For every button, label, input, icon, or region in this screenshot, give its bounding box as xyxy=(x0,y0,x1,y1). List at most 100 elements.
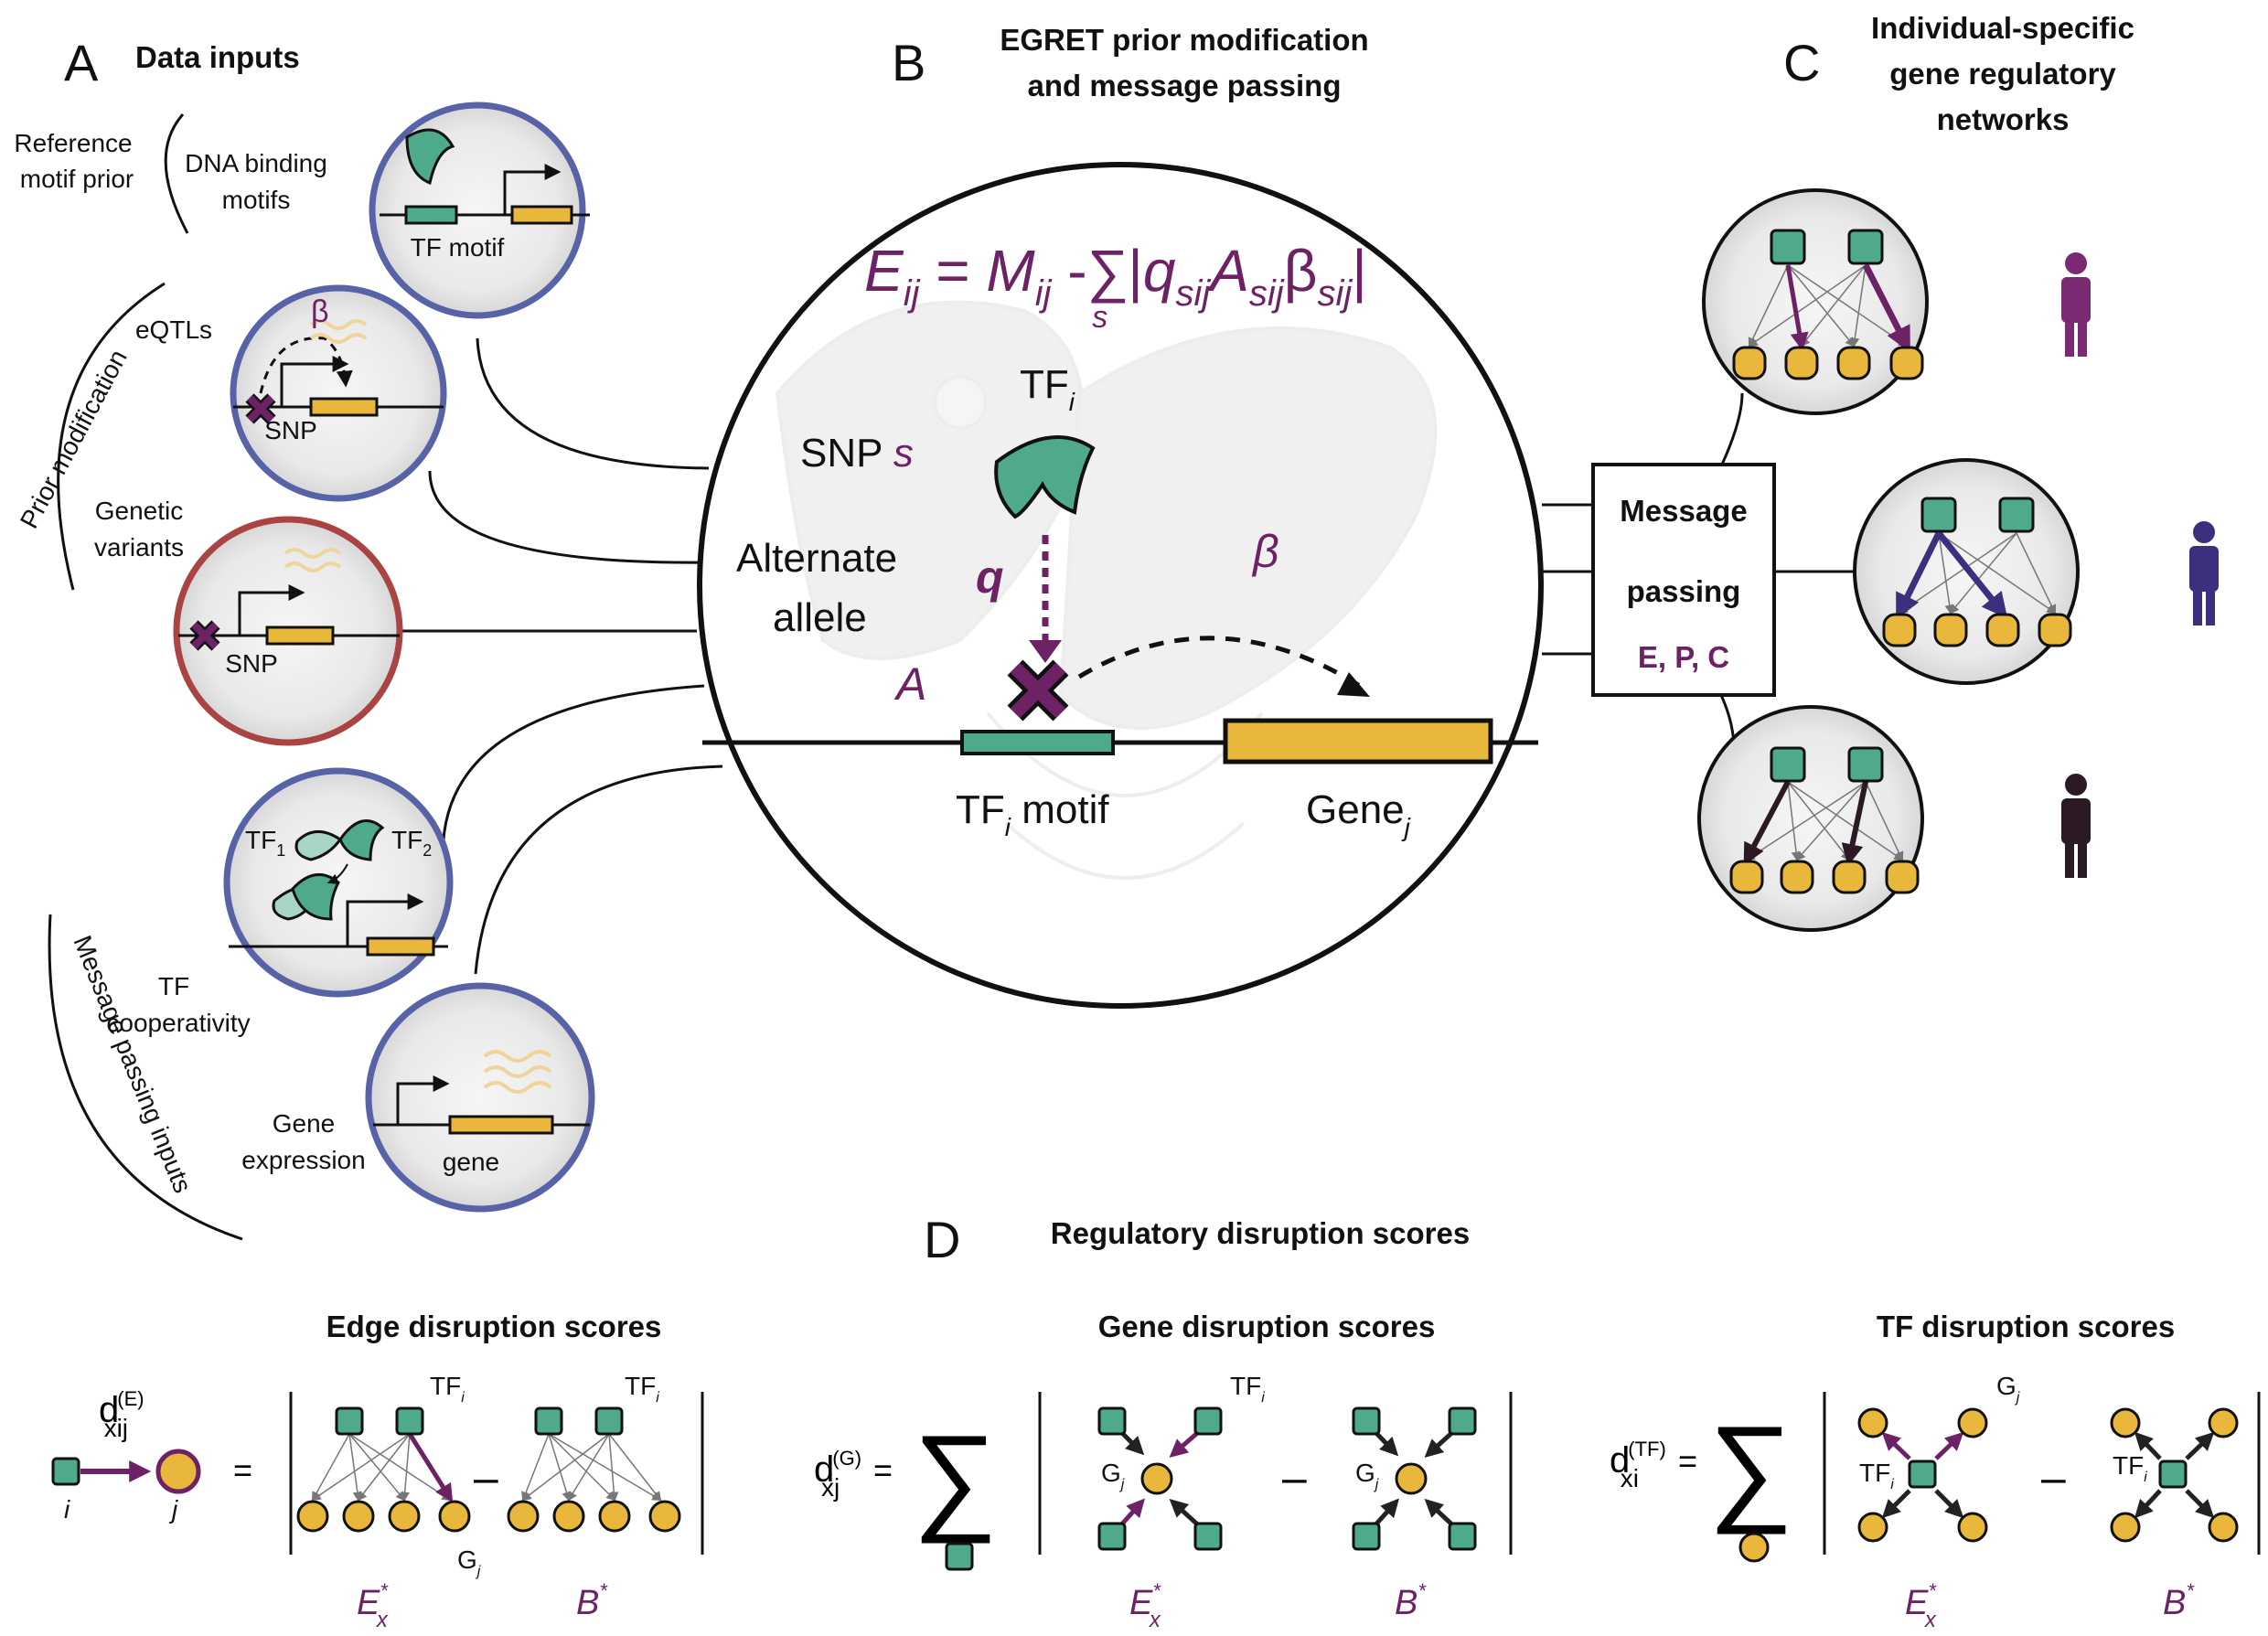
tf-minus: – xyxy=(2041,1454,2066,1502)
panel-c-title-2: gene regulatory xyxy=(1889,57,2116,91)
gene-expression-label-1: Gene xyxy=(273,1109,336,1138)
tf-tf-label-2: TFi xyxy=(2113,1451,2147,1485)
panel-a-letter: A xyxy=(64,34,99,91)
q-label: q xyxy=(976,551,1004,603)
gene-sum-tf-node xyxy=(945,1542,974,1571)
network-bubble-1 xyxy=(1702,188,1929,415)
edge-tf-label-2: TFi xyxy=(625,1372,659,1406)
gene-ex-label: E*x xyxy=(1129,1579,1161,1632)
panel-b: B EGRET prior modification and message p… xyxy=(697,23,1544,1009)
snp-s-label: SNP s xyxy=(800,431,914,476)
network-bubble-2 xyxy=(1853,458,2080,685)
tf-title: TF disruption scores xyxy=(1877,1310,2175,1343)
expression-bubble: gene xyxy=(365,982,595,1213)
reference-label-2: motif prior xyxy=(20,165,134,193)
expression-wave-icon xyxy=(309,319,368,344)
edge-network-ex xyxy=(296,1406,471,1533)
variant-wave-icon xyxy=(284,548,342,572)
egret-tf-label: TFi xyxy=(1020,362,1075,416)
tf2-label: TF2 xyxy=(391,826,432,860)
edge-tf-node xyxy=(51,1457,80,1486)
eqtl-beta: β xyxy=(311,294,329,329)
edge-title: Edge disruption scores xyxy=(326,1310,662,1343)
beta-label: β xyxy=(1251,526,1279,577)
edge-network-b xyxy=(507,1406,681,1533)
gene-title: Gene disruption scores xyxy=(1098,1310,1436,1343)
panel-d-letter: D xyxy=(924,1211,960,1268)
snp-x-icon xyxy=(245,393,276,424)
tf-protein-icon xyxy=(405,128,455,186)
genetic-label-2: variants xyxy=(94,533,184,561)
dna-binding-label-1: DNA binding xyxy=(185,149,327,177)
gene-tf-label: TFi xyxy=(1230,1372,1265,1406)
cooperativity-label-2: cooperativity xyxy=(106,1009,250,1037)
egret-equation: Eij = Mij -∑s|qsijAsijβsij| xyxy=(864,238,1367,335)
gene-disruption: Gene disruption scores d(G)xj = ∑ TFi Gj… xyxy=(814,1310,1513,1632)
gene-network-b xyxy=(1352,1406,1477,1551)
reference-label-1: Reference xyxy=(14,129,132,157)
tf-sum: ∑ xyxy=(1708,1401,1793,1534)
tf-network-ex xyxy=(1857,1407,1988,1543)
beta-arrow-head xyxy=(1337,672,1370,697)
tf-sum-gene-node xyxy=(1738,1532,1770,1563)
eqtl-snp-label: SNP xyxy=(264,416,317,444)
tf-equals: = xyxy=(1678,1442,1697,1480)
panel-c-title-1: Individual-specific xyxy=(1871,11,2134,45)
person-icon-1 xyxy=(2061,252,2091,357)
panel-d-title: Regulatory disruption scores xyxy=(1051,1216,1470,1250)
alternate-allele-x-icon xyxy=(1007,659,1069,722)
panel-a-title: Data inputs xyxy=(135,40,300,74)
edge-d-symbol: d(E)xij xyxy=(99,1387,144,1442)
edge-equals: = xyxy=(233,1451,252,1489)
q-arrow-head xyxy=(1029,640,1062,663)
gene-big-label: Genej xyxy=(1306,787,1411,841)
person-icon-3 xyxy=(2061,774,2091,878)
eqtls-label: eQTLs xyxy=(135,315,212,344)
edge-b-label: B* xyxy=(576,1579,608,1622)
mrna-wave-icon xyxy=(483,1050,552,1094)
tf1-icon xyxy=(294,830,343,861)
gene-sum: ∑ xyxy=(913,1410,998,1544)
tf-motif-big-label: TFi motif xyxy=(956,787,1109,841)
tf1-label: TF1 xyxy=(245,826,285,860)
gene-expression-label-2: expression xyxy=(241,1146,365,1174)
tf-g-label: Gj xyxy=(1996,1372,2020,1406)
panel-c-letter: C xyxy=(1783,34,1820,91)
beta-arrow xyxy=(1077,636,1364,690)
tf-network-b xyxy=(2110,1407,2239,1543)
tf-motif-box xyxy=(960,730,1115,755)
tf2-bound-icon xyxy=(291,873,340,921)
panel-b-letter: B xyxy=(892,34,925,91)
panel-c-title-3: networks xyxy=(1937,102,2070,136)
tf-tf-label-1: TFi xyxy=(1859,1459,1894,1492)
edge-disruption: Edge disruption scores d(E)xij i j = TFi… xyxy=(51,1310,704,1632)
tf-motif-label: TF motif xyxy=(411,233,505,262)
gene-b-label: B* xyxy=(1395,1579,1427,1622)
panel-b-title-2: and message passing xyxy=(1028,69,1342,102)
variant-snp-x-icon xyxy=(189,620,220,651)
gene-equals: = xyxy=(873,1451,893,1489)
tf-b-label: B* xyxy=(2163,1579,2195,1622)
a-label: A xyxy=(893,658,926,710)
prior-modification-bracket xyxy=(57,282,166,591)
eqtl-bubble: β SNP xyxy=(230,284,447,502)
motif-bubble: TF motif xyxy=(369,102,590,319)
connector-lines xyxy=(401,337,723,975)
gene-d-symbol: d(G)xj xyxy=(814,1447,861,1502)
edge-g-label: Gj xyxy=(457,1545,481,1579)
panel-d: D Regulatory disruption scores Edge disr… xyxy=(51,1211,2261,1632)
panel-a: A Data inputs Reference motif prior Prio… xyxy=(14,34,723,1241)
gene-network-ex xyxy=(1097,1406,1223,1551)
message-passing-line3: E, P, C xyxy=(1638,640,1729,674)
tf-disruption: TF disruption scores d(TF)xi = ∑ Gj TFi … xyxy=(1610,1310,2261,1632)
edge-i: i xyxy=(64,1495,70,1524)
gene-g-label-1: Gj xyxy=(1101,1459,1125,1492)
tf-d-symbol: d(TF)xi xyxy=(1610,1438,1666,1492)
tf-ex-label: E*x xyxy=(1905,1579,1937,1632)
gene-g-label-2: Gj xyxy=(1355,1459,1379,1492)
cooperativity-label-1: TF xyxy=(158,972,189,1000)
tf2-icon xyxy=(338,818,385,861)
panel-c: C Individual-specific gene regulatory ne… xyxy=(1542,11,2219,932)
message-passing-line2: passing xyxy=(1627,574,1741,608)
